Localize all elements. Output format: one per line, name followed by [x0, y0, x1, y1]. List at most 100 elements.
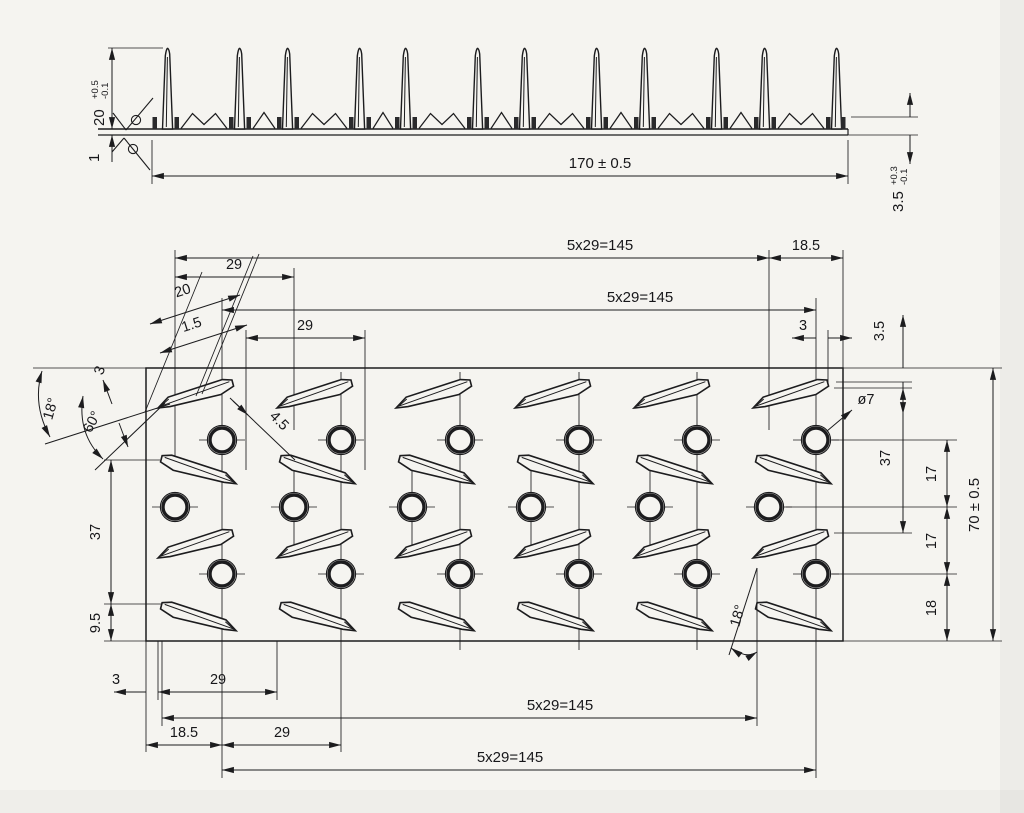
tooth-nub: [651, 117, 656, 129]
slot-crease: [755, 381, 825, 407]
spike-inner-edge: [165, 56, 168, 128]
tooth-slot: [512, 528, 592, 560]
tooth-slot: [274, 378, 354, 410]
hole-dia-label: ø7: [858, 392, 875, 408]
bottom-chain-b-label: 5x29=145: [477, 749, 543, 766]
plate-length-label: 170 ± 0.5: [569, 155, 631, 172]
spike-height-label-value: 20: [91, 109, 108, 126]
slot-tip-edge: [462, 621, 473, 630]
bottom-edge-margin-label: 18.5: [170, 725, 198, 741]
zigzag-tooth: [180, 112, 228, 129]
hole-outer: [278, 491, 310, 523]
tooth-slot: [393, 528, 473, 560]
angle-incline-right-arc: [730, 647, 758, 661]
right-pitch2-label: 17: [924, 533, 940, 549]
surface-symbol-circle: [127, 143, 139, 155]
tooth-slot: [516, 601, 596, 632]
spike-inner-edge: [762, 56, 765, 128]
spike: [590, 47, 603, 130]
hole-ring: [208, 560, 236, 588]
slot-crease: [283, 603, 353, 630]
slot-tip-edge: [819, 474, 830, 483]
hole-outer: [563, 424, 595, 456]
base-offset-value: 1: [86, 154, 103, 162]
hole-outer: [634, 491, 666, 523]
slot-crease: [283, 456, 353, 483]
zigzag-tooth: [372, 111, 394, 129]
hole-ring: [636, 493, 664, 521]
slot-crease: [517, 531, 587, 557]
slot-tip-edge: [581, 621, 592, 630]
tooth-slot: [159, 454, 239, 485]
top-edge-margin-label: 18.5: [792, 238, 820, 254]
hole-ring: [327, 560, 355, 588]
slot-crease: [521, 603, 591, 630]
tooth-slot: [750, 528, 830, 560]
tooth-nub: [277, 117, 282, 129]
line: [125, 97, 154, 131]
line: [112, 112, 127, 131]
zigzag-tooth: [777, 112, 825, 129]
slot-tip-edge: [700, 621, 711, 630]
top-chain-outer-label: 5x29=145: [567, 237, 633, 254]
tooth-slot: [397, 454, 477, 485]
tooth-nub: [294, 117, 299, 129]
tooth-height-label-tol-minus: -0.1: [899, 169, 910, 185]
slot-crease: [402, 456, 472, 483]
slot-tip-edge: [278, 548, 289, 558]
hole-ring: [683, 426, 711, 454]
slot-diag-arrow: [232, 400, 249, 416]
slot-length-dim: [149, 294, 241, 325]
hole-ring: [161, 493, 189, 521]
spike: [710, 47, 723, 130]
tooth-nub: [754, 117, 759, 129]
hole-ring: [398, 493, 426, 521]
overall-width-label: 70 ± 0.5: [966, 478, 983, 532]
spike: [233, 47, 246, 130]
zigzag-tooth: [252, 111, 276, 129]
tooth-nub: [152, 117, 157, 129]
spike-inner-edge: [834, 56, 837, 128]
tooth-slot: [754, 454, 834, 485]
slot-crease: [636, 381, 706, 407]
hole-outer: [206, 424, 238, 456]
hole-ring: [208, 426, 236, 454]
spike: [281, 47, 294, 130]
spike: [758, 47, 771, 130]
hole-outer: [515, 491, 547, 523]
hole-outer: [444, 424, 476, 456]
tooth-slot: [631, 528, 711, 560]
hole-ring: [565, 426, 593, 454]
hole-outer: [681, 558, 713, 590]
tooth-nub: [531, 117, 536, 129]
slot-length-label: 20: [173, 281, 193, 301]
angle-incline-arc: [35, 370, 51, 438]
tooth-slot: [159, 601, 239, 632]
hole-ring: [565, 560, 593, 588]
scan-shade-right: [1000, 0, 1024, 813]
slot-crease: [164, 603, 234, 630]
slot-tip-edge: [754, 398, 765, 408]
spike-inner-edge: [237, 56, 240, 128]
tooth-nub: [395, 117, 400, 129]
hole-ring: [327, 426, 355, 454]
slot-tip-edge: [159, 548, 170, 558]
scan-shade-bottom: [0, 790, 1024, 813]
tooth-nub: [634, 117, 639, 129]
spike: [638, 47, 651, 130]
hole-ring: [446, 560, 474, 588]
nail-holes: [152, 424, 839, 590]
tooth-nub: [586, 117, 591, 129]
incline-reference-line: [44, 403, 171, 445]
slot-tip-edge: [700, 474, 711, 483]
slot-tip-edge: [224, 621, 235, 630]
spike-inner-edge: [357, 56, 360, 128]
slot-crease: [398, 381, 468, 407]
tooth-slot: [631, 378, 711, 410]
surface-symbol-bottom: [111, 137, 151, 171]
tooth-height-label-value: 3.5: [890, 191, 907, 212]
hole-outer: [800, 558, 832, 590]
